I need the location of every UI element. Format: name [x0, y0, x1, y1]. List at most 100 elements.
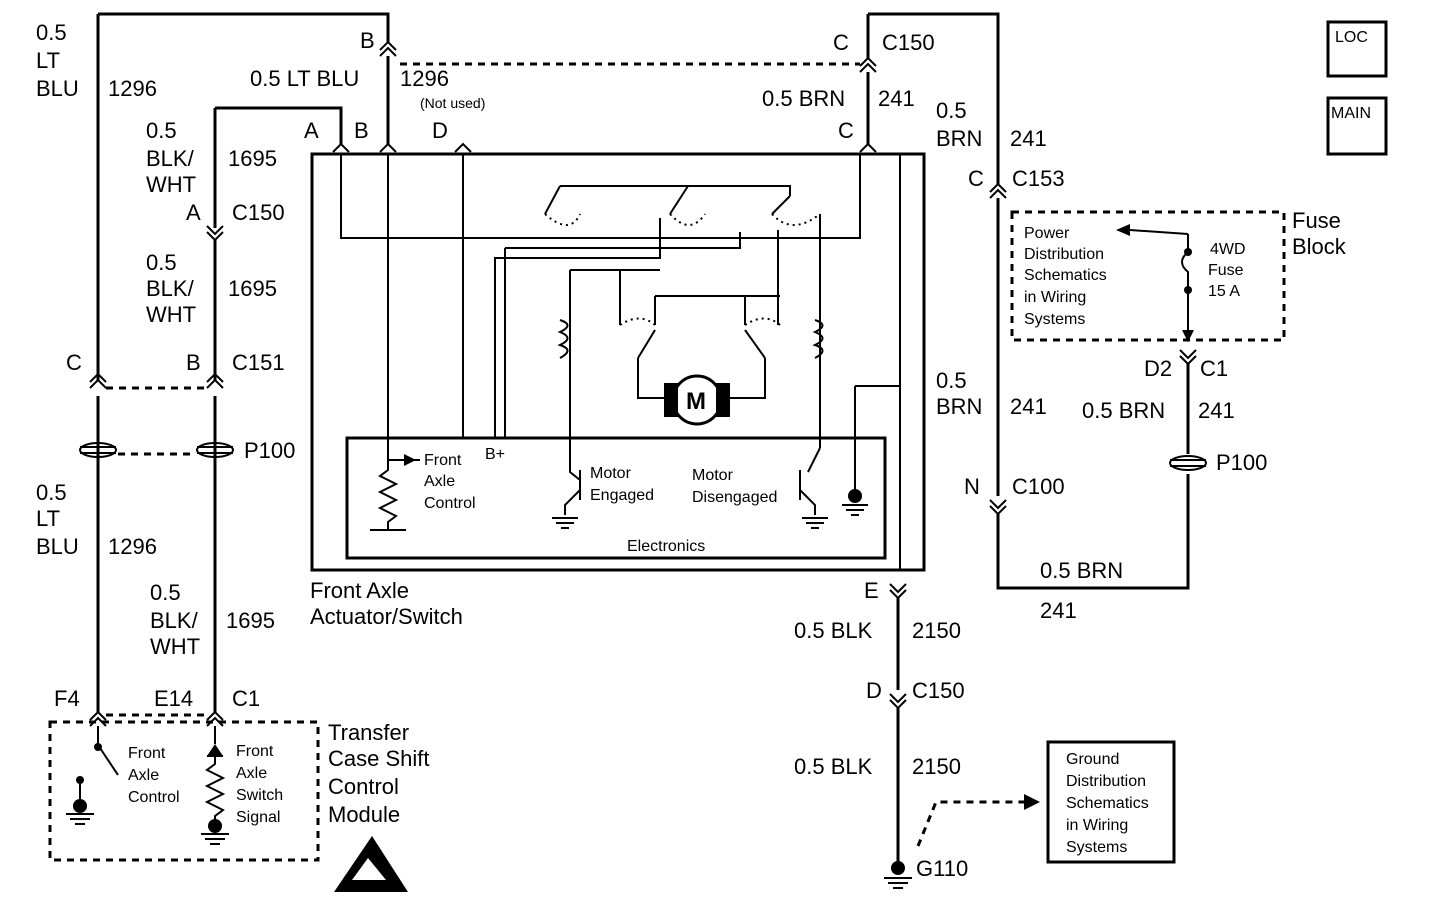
fuse-label-2: Fuse [1208, 262, 1244, 279]
ground-dist-pointer [916, 794, 1040, 847]
p100-right-label: P100 [1216, 450, 1267, 475]
fuse-block-label-1: Fuse [1292, 208, 1341, 233]
actuator-internal-wiring [340, 154, 901, 570]
d-label: D [866, 678, 882, 703]
w2150-a-label: 0.5 BLK [794, 618, 873, 643]
w1695-a-circuit: 1695 [228, 146, 277, 171]
w1695-a-size: 0.5 [146, 118, 177, 143]
w1296-bot-size: 0.5 [36, 480, 67, 505]
act-b-label: B [354, 118, 369, 143]
tccm-label-4: Module [328, 802, 400, 827]
fuse-block-label-2: Block [1292, 234, 1347, 259]
w1695-a-color2: WHT [146, 172, 196, 197]
w1695-a-color1: BLK/ [146, 146, 195, 171]
tccm-fas-2: Axle [236, 765, 267, 782]
c100-label: C100 [1012, 474, 1065, 499]
tccm-fas-1: Front [236, 743, 274, 760]
w241-c-circuit: 241 [1010, 394, 1047, 419]
power-dist-4: in Wiring [1024, 289, 1086, 306]
w2150-b-label: 0.5 BLK [794, 754, 873, 779]
motor-disengaged-label-2: Disengaged [692, 489, 777, 506]
n-label: N [964, 474, 980, 499]
motor-label: M [686, 388, 706, 415]
w2150-a-circuit: 2150 [912, 618, 961, 643]
w1296-top-color2: BLU [36, 76, 79, 101]
fuse-icon [1116, 224, 1194, 342]
d2-label: D2 [1144, 356, 1172, 381]
c151-connector [89, 372, 224, 390]
w1296-mid-note: (Not used) [420, 95, 485, 111]
w1695-c-size: 0.5 [150, 580, 181, 605]
front-axle-control-label-3: Control [424, 495, 476, 512]
ground-distribution-box[interactable] [1046, 740, 1176, 864]
w1296-top-size: 0.5 [36, 20, 67, 45]
motor-engaged-label-1: Motor [590, 465, 632, 482]
w1296-mid-circuit: 1296 [400, 66, 449, 91]
electronics-box [345, 436, 887, 560]
ground-dist-4: in Wiring [1066, 817, 1128, 834]
tccm-fac-1: Front [128, 745, 166, 762]
ground-dist-5: Systems [1066, 839, 1127, 856]
c153-label: C153 [1012, 166, 1065, 191]
w1695-c-color2: WHT [150, 634, 200, 659]
front-axle-control-resistor [370, 454, 420, 531]
c150-bottom-label: C150 [912, 678, 965, 703]
c150-left-label: C150 [232, 200, 285, 225]
tccm-fas-3: Switch [236, 787, 283, 804]
motor-engaged-transistor [552, 448, 581, 529]
main-label: MAIN [1331, 105, 1371, 122]
w1695-b-size: 0.5 [146, 250, 177, 275]
b-c151-label: B [186, 350, 201, 375]
actuator-connectors [332, 142, 877, 153]
main-button[interactable]: MAIN [1326, 96, 1388, 156]
d2-c1-connector [1179, 349, 1197, 454]
w241-d-circuit: 241 [1198, 398, 1235, 423]
tccm-label-1: Transfer [328, 720, 409, 745]
actuator-title-1: Front Axle [310, 578, 409, 603]
c150-top-label: C150 [882, 30, 935, 55]
loc-button[interactable]: LOC [1326, 20, 1388, 78]
tccm-fac-3: Control [128, 789, 180, 806]
power-dist-1: Power [1024, 225, 1070, 242]
c153-connector [989, 182, 1190, 590]
b-top-connector [379, 40, 397, 144]
a-c150-label: A [186, 200, 201, 225]
wire-1695-left [213, 106, 343, 712]
w1695-b-color2: WHT [146, 302, 196, 327]
electronics-label: Electronics [627, 538, 705, 555]
actuator-title-2: Actuator/Switch [310, 604, 463, 629]
g110-ground-icon [884, 861, 912, 889]
wire-2150 [889, 583, 907, 862]
w1695-c-circuit: 1695 [226, 608, 275, 633]
w1695-c-color1: BLK/ [150, 608, 199, 633]
power-distribution-link[interactable]: Power Distribution Schematics in Wiring … [1024, 225, 1107, 328]
w1296-bot-color1: LT [36, 506, 60, 531]
w241-e-label: 0.5 BRN [1040, 558, 1123, 583]
front-axle-control-label-2: Axle [424, 473, 455, 490]
c1-right-label: C1 [1200, 356, 1228, 381]
w241-a-label: 0.5 BRN [762, 86, 845, 111]
e14-label: E14 [154, 686, 193, 711]
c151-label: C151 [232, 350, 285, 375]
w241-e-circuit: 241 [1040, 598, 1077, 623]
f4-label: F4 [54, 686, 80, 711]
motor-engaged-label-2: Engaged [590, 487, 654, 504]
p100-splice-right [1169, 455, 1207, 471]
c-c151-label: C [66, 350, 82, 375]
ground-dist-3: Schematics [1066, 795, 1149, 812]
wire-1296-left [96, 12, 390, 712]
w1296-mid-label: 0.5 LT BLU [250, 66, 359, 91]
actuator-ground-icon [842, 489, 868, 516]
c1-bottom-label: C1 [232, 686, 260, 711]
w241-b-color: BRN [936, 126, 982, 151]
act-d-label: D [432, 118, 448, 143]
c-c153-label: C [968, 166, 984, 191]
power-dist-2: Distribution [1024, 246, 1104, 263]
fuse-block-box [1010, 210, 1286, 342]
power-dist-5: Systems [1024, 311, 1085, 328]
w1296-top-color1: LT [36, 48, 60, 73]
motor-disengaged-label-1: Motor [692, 467, 734, 484]
actuator-box [310, 152, 926, 572]
w1296-bot-color2: BLU [36, 534, 79, 559]
esd-warning-icon [334, 836, 408, 892]
